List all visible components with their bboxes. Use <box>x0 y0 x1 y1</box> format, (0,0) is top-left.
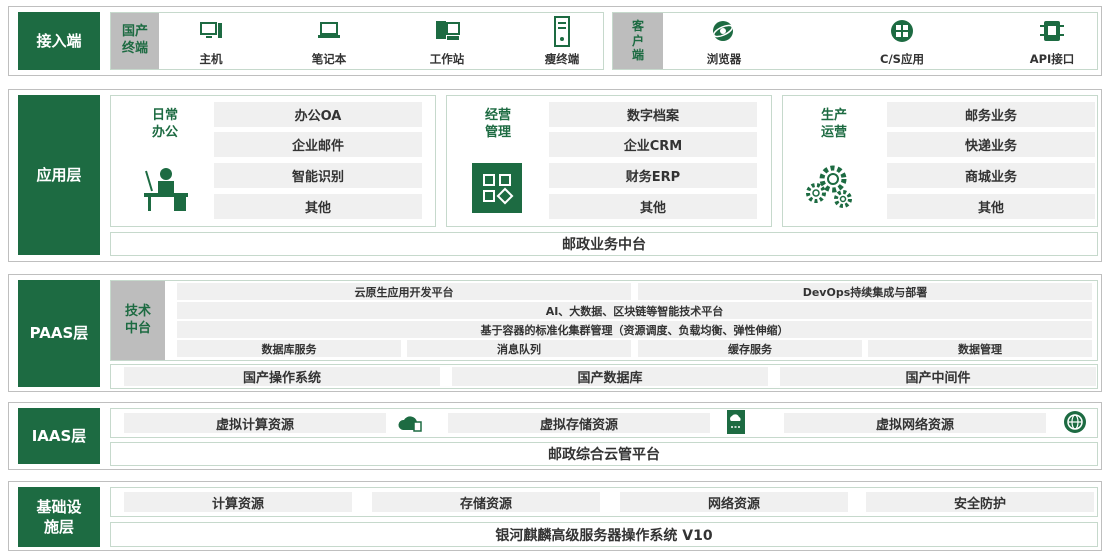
office-worker-icon <box>144 168 188 211</box>
paas-message-queue: 消息队列 <box>407 340 631 357</box>
paas-container-mgmt: 基于容器的标准化集群管理（资源调度、负载均衡、弹性伸缩） <box>177 321 1092 338</box>
client-label-cs-app: C/S应用 <box>880 52 924 66</box>
tech-platform-label: 技术 中台 <box>111 281 165 360</box>
app-item-express: 快递业务 <box>887 132 1095 157</box>
app-item-erp: 财务ERP <box>549 163 757 188</box>
laptop-icon <box>318 22 340 38</box>
iaas-layer-label: IAAS层 <box>18 408 100 464</box>
paas-database-service: 数据库服务 <box>177 340 401 357</box>
business-platform: 邮政业务中台 <box>110 232 1098 256</box>
infra-layer-label: 基础设 施层 <box>18 487 100 547</box>
virtual-network: 虚拟网络资源 <box>784 413 1046 433</box>
domestic-middleware: 国产中间件 <box>780 367 1096 386</box>
paas-devops: DevOps持续集成与部署 <box>638 283 1092 300</box>
app-layer-label: 应用层 <box>18 95 100 255</box>
domestic-database: 国产数据库 <box>452 367 768 386</box>
cloud-compute-icon <box>398 416 422 432</box>
infra-compute: 计算资源 <box>124 492 352 512</box>
paas-ai-platform: AI、大数据、区块链等智能技术平台 <box>177 302 1092 319</box>
kylin-os: 银河麒麟高级服务器操作系统 V10 <box>110 522 1098 547</box>
globe-network-icon <box>1064 411 1086 433</box>
app-item-archive: 数字档案 <box>549 102 757 127</box>
app-item-postal: 邮务业务 <box>887 102 1095 127</box>
virtual-compute: 虚拟计算资源 <box>124 413 386 433</box>
infra-security: 安全防护 <box>866 492 1094 512</box>
virtual-storage: 虚拟存储资源 <box>448 413 710 433</box>
paas-cache-service: 缓存服务 <box>638 340 862 357</box>
infra-storage: 存储资源 <box>372 492 600 512</box>
access-layer-label: 接入端 <box>18 12 100 70</box>
app-item-mall: 商城业务 <box>887 163 1095 188</box>
app-grid-icon <box>472 163 522 213</box>
client-label: 客 户 端 <box>613 13 663 69</box>
infra-network: 网络资源 <box>620 492 848 512</box>
cloud-management-platform: 邮政综合云管平台 <box>110 442 1098 466</box>
api-icon <box>1040 21 1064 41</box>
app-item-other-2: 其他 <box>549 194 757 219</box>
domestic-terminal-box <box>110 12 604 70</box>
cs-app-icon <box>891 20 913 42</box>
app-item-other-1: 其他 <box>214 194 422 219</box>
domestic-terminal-label: 国产 终端 <box>111 13 159 69</box>
app-group-title-office: 日常 办公 <box>151 108 178 140</box>
client-box <box>612 12 1098 70</box>
thin-client-icon <box>554 16 570 47</box>
client-label-browser: 浏览器 <box>706 52 742 66</box>
browser-icon <box>713 21 733 41</box>
device-label-host: 主机 <box>199 52 223 66</box>
desktop-icon <box>200 22 222 38</box>
gears-icon <box>806 165 852 208</box>
workstation-icon <box>436 21 460 40</box>
domestic-os: 国产操作系统 <box>124 367 440 386</box>
device-label-laptop: 笔记本 <box>311 52 347 66</box>
app-item-ocr: 智能识别 <box>214 163 422 188</box>
client-label-api: API接口 <box>1029 52 1075 66</box>
device-label-workstation: 工作站 <box>429 52 465 66</box>
app-item-crm: 企业CRM <box>549 132 757 157</box>
app-item-other-3: 其他 <box>887 194 1095 219</box>
device-label-thin-client: 瘦终端 <box>544 52 580 66</box>
paas-layer-label: PAAS层 <box>18 280 100 387</box>
app-group-title-management: 经营 管理 <box>484 108 511 140</box>
paas-data-management: 数据管理 <box>868 340 1092 357</box>
paas-cloud-native-dev: 云原生应用开发平台 <box>177 283 631 300</box>
app-item-oa: 办公OA <box>214 102 422 127</box>
cloud-storage-icon <box>727 410 745 434</box>
app-group-title-operations: 生产 运营 <box>820 108 847 140</box>
app-item-mail: 企业邮件 <box>214 132 422 157</box>
